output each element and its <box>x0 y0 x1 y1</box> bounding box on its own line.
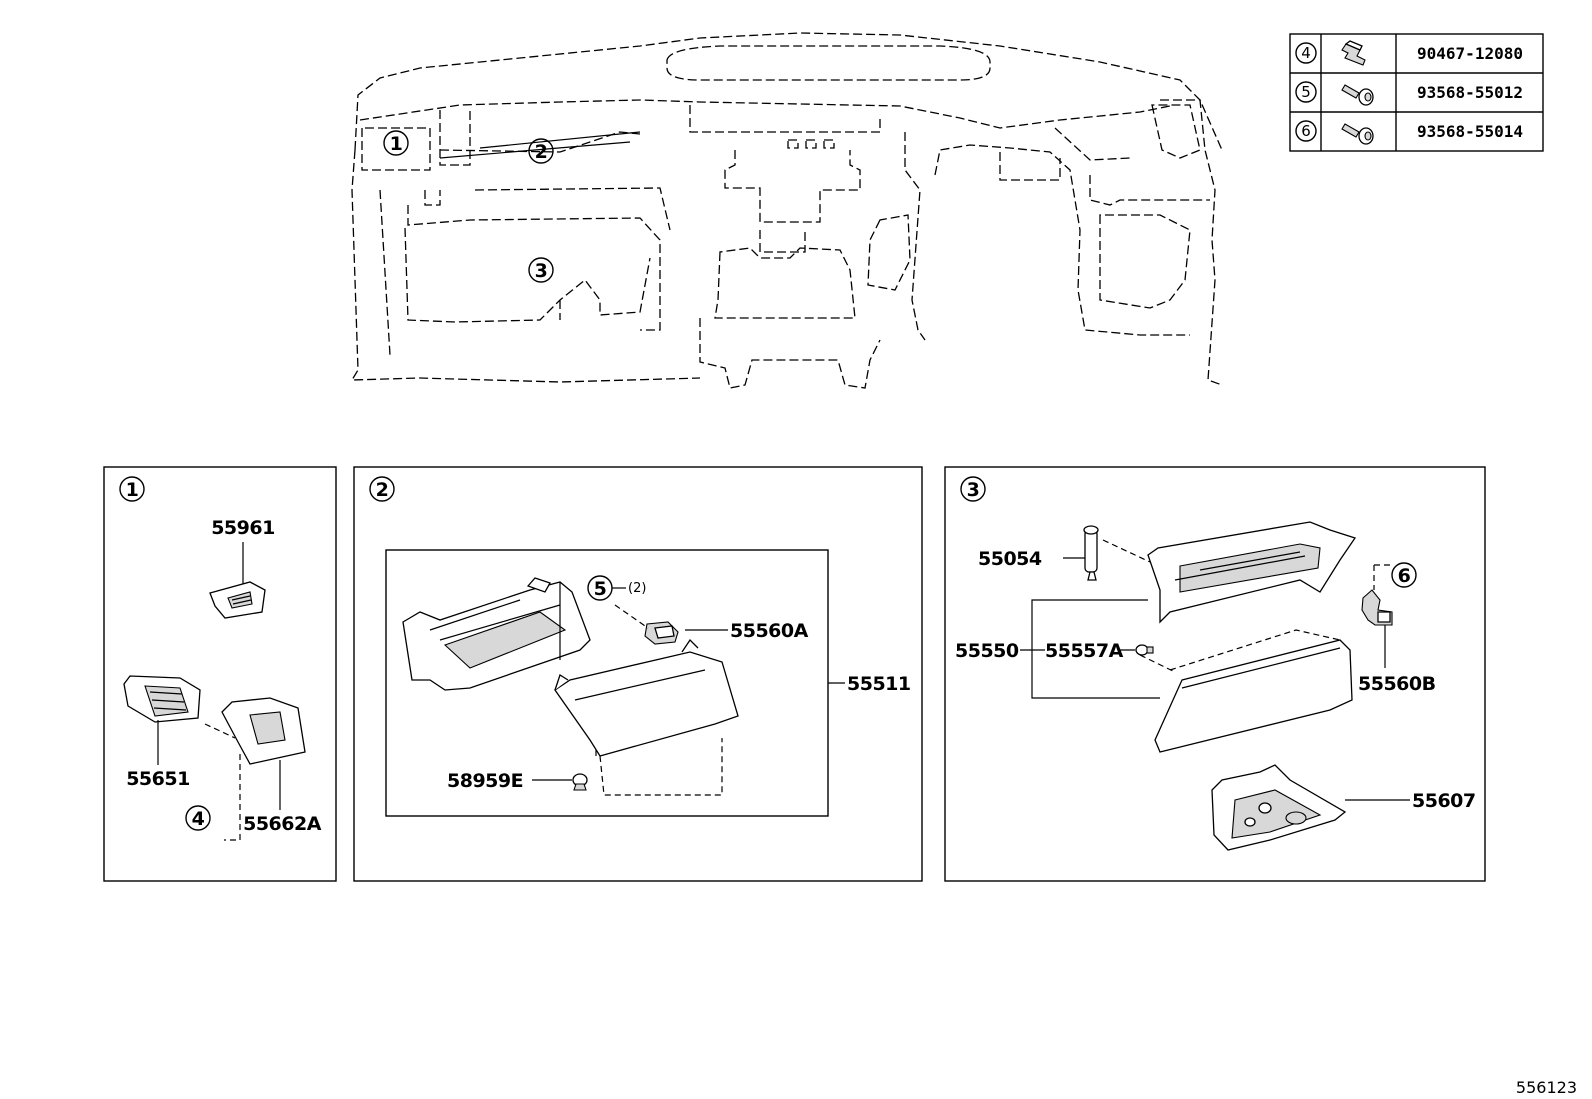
glove-box-frame-part[interactable] <box>402 577 591 691</box>
part-number: 93568-55012 <box>1417 83 1523 102</box>
callout-5-icon <box>1295 81 1317 103</box>
part-number: 90467-12080 <box>1417 44 1523 63</box>
fastener-callout-label: 4 <box>192 808 205 830</box>
table-row[interactable]: 6 93568-55014 <box>1295 120 1523 145</box>
part-label: 58959E <box>447 770 523 792</box>
trim-panel-part[interactable] <box>221 697 306 765</box>
part-label: 55560B <box>1358 673 1436 695</box>
panel-frame <box>353 466 923 882</box>
fastener-table: 4 90467-12080 5 93568-55012 6 <box>1289 33 1544 152</box>
table-callout: 5 <box>1301 83 1311 101</box>
lock-cylinder-part[interactable] <box>1083 525 1099 581</box>
lamp-part[interactable] <box>1135 644 1154 656</box>
part-label: 55961 <box>211 517 275 539</box>
clip-part[interactable] <box>572 773 588 791</box>
callout-6-icon <box>1295 120 1317 142</box>
overview-callout-label: 3 <box>535 260 548 282</box>
detail-panel-1: 1 55961 55651 55662A 4 <box>103 466 337 882</box>
damper-part[interactable] <box>1361 589 1393 626</box>
panel-callout-label: 2 <box>376 479 389 501</box>
panel-callout <box>960 476 986 502</box>
damper-part[interactable] <box>644 621 679 645</box>
dashboard-overview: 1 2 3 <box>350 32 1223 389</box>
part-label: 55651 <box>126 768 190 790</box>
panel-frame <box>103 466 337 882</box>
overview-callout-3[interactable] <box>528 257 554 283</box>
figure-id: 556123 <box>1516 1078 1577 1097</box>
detail-panel-2: 2 55560A 5 (2) 58959E <box>353 466 923 882</box>
glove-box-lid-part[interactable] <box>554 638 739 757</box>
overview-callout-label: 2 <box>535 141 548 163</box>
screw-icon <box>1341 123 1374 145</box>
table-row[interactable]: 5 93568-55012 <box>1295 81 1523 106</box>
panel-callout-label: 3 <box>967 479 980 501</box>
panel-callout-label: 1 <box>126 479 139 501</box>
fastener-callout-6[interactable] <box>1391 562 1417 588</box>
part-number: 93568-55014 <box>1417 122 1523 141</box>
overview-callout-label: 1 <box>390 133 403 155</box>
fastener-callout-label: 6 <box>1398 565 1411 587</box>
clip-icon <box>1341 40 1366 66</box>
panel-frame <box>944 466 1486 882</box>
table-callout: 6 <box>1301 122 1311 140</box>
part-label: 55607 <box>1412 790 1476 812</box>
fastener-qty: (2) <box>628 581 646 596</box>
bracket-part[interactable] <box>1211 764 1347 851</box>
panel-callout <box>369 476 395 502</box>
fastener-callout-label: 5 <box>594 578 607 600</box>
part-label: 55560A <box>730 620 809 642</box>
part-label: 55511 <box>847 673 911 695</box>
table-callout: 4 <box>1301 44 1311 62</box>
glove-box-upper-part[interactable] <box>1147 521 1357 624</box>
table-row[interactable]: 4 90467-12080 <box>1295 40 1523 66</box>
part-label: 55557A <box>1045 640 1124 662</box>
part-label: 55662A <box>243 813 322 835</box>
vent-part[interactable] <box>123 675 201 723</box>
screw-icon <box>1341 84 1374 106</box>
vent-cover-part[interactable] <box>209 581 266 619</box>
fastener-callout-4[interactable] <box>185 805 211 831</box>
overview-callout-1[interactable] <box>383 130 409 156</box>
detail-panel-3: 3 55054 55550 55557A <box>944 466 1486 882</box>
callout-4-icon <box>1295 42 1317 64</box>
panel-callout <box>119 476 145 502</box>
glove-box-lower-part[interactable] <box>1154 639 1353 753</box>
part-label: 55550 <box>955 640 1019 662</box>
part-label: 55054 <box>978 548 1042 570</box>
table-frame <box>1289 33 1544 152</box>
overview-callout-2[interactable] <box>528 138 554 164</box>
